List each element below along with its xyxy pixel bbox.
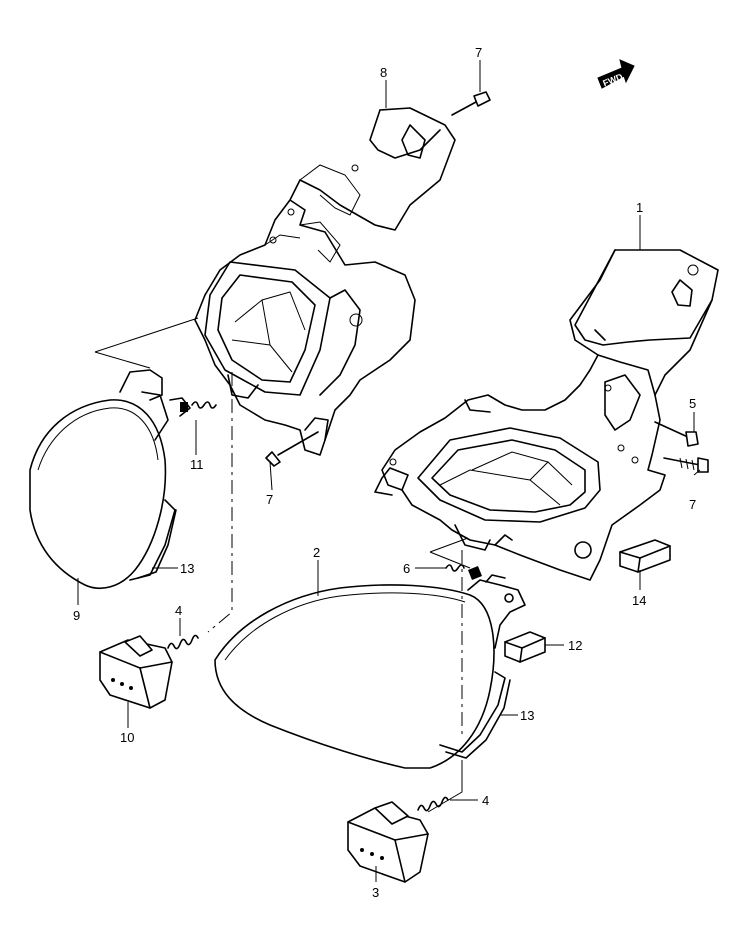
callout-6: 6 <box>403 561 410 576</box>
screw-7-right <box>663 457 709 473</box>
callout-8: 8 <box>380 65 387 80</box>
callout-7-left: 7 <box>266 492 273 507</box>
screw-7-top <box>451 91 491 116</box>
fwd-arrow-icon: FWD <box>597 59 635 89</box>
screw-7-bottom-left <box>265 431 319 467</box>
callout-3: 3 <box>372 885 379 900</box>
left-latch-part-10 <box>99 635 173 709</box>
callout-13-left: 13 <box>180 561 194 576</box>
callout-13-right: 13 <box>520 708 534 723</box>
leader-lines <box>77 60 701 882</box>
spring-4-right <box>417 796 449 812</box>
callout-7-top: 7 <box>475 45 482 60</box>
left-bracket-part-8 <box>194 107 456 456</box>
left-seal-part-13 <box>129 499 177 581</box>
callout-1: 1 <box>636 200 643 215</box>
callout-12: 12 <box>568 638 582 653</box>
pad-part-14 <box>619 539 671 573</box>
callout-2: 2 <box>313 545 320 560</box>
right-latch-part-3 <box>347 801 429 883</box>
callout-11: 11 <box>190 457 204 472</box>
spring-11 <box>180 401 217 412</box>
spring-6 <box>445 564 482 580</box>
right-seal-part-13 <box>439 671 511 759</box>
callout-14: 14 <box>632 593 646 608</box>
callout-4-right: 4 <box>482 793 489 808</box>
screw-5 <box>654 421 699 447</box>
right-lid-part-2 <box>214 574 526 769</box>
spring-4-left <box>167 634 199 650</box>
callout-10: 10 <box>120 730 134 745</box>
callout-5: 5 <box>689 396 696 411</box>
right-bracket-part-1 <box>374 249 719 581</box>
pad-part-12 <box>504 631 546 663</box>
callout-7-right: 7 <box>689 497 696 512</box>
callout-9: 9 <box>73 608 80 623</box>
fwd-label: FWD <box>601 71 624 88</box>
callout-labels: 8 7 1 5 7 7 11 2 6 14 12 13 13 4 10 4 9 … <box>73 45 696 900</box>
left-lid-part-9 <box>29 369 191 589</box>
assembly-guide-lines <box>94 317 471 813</box>
callout-4-left: 4 <box>175 603 182 618</box>
